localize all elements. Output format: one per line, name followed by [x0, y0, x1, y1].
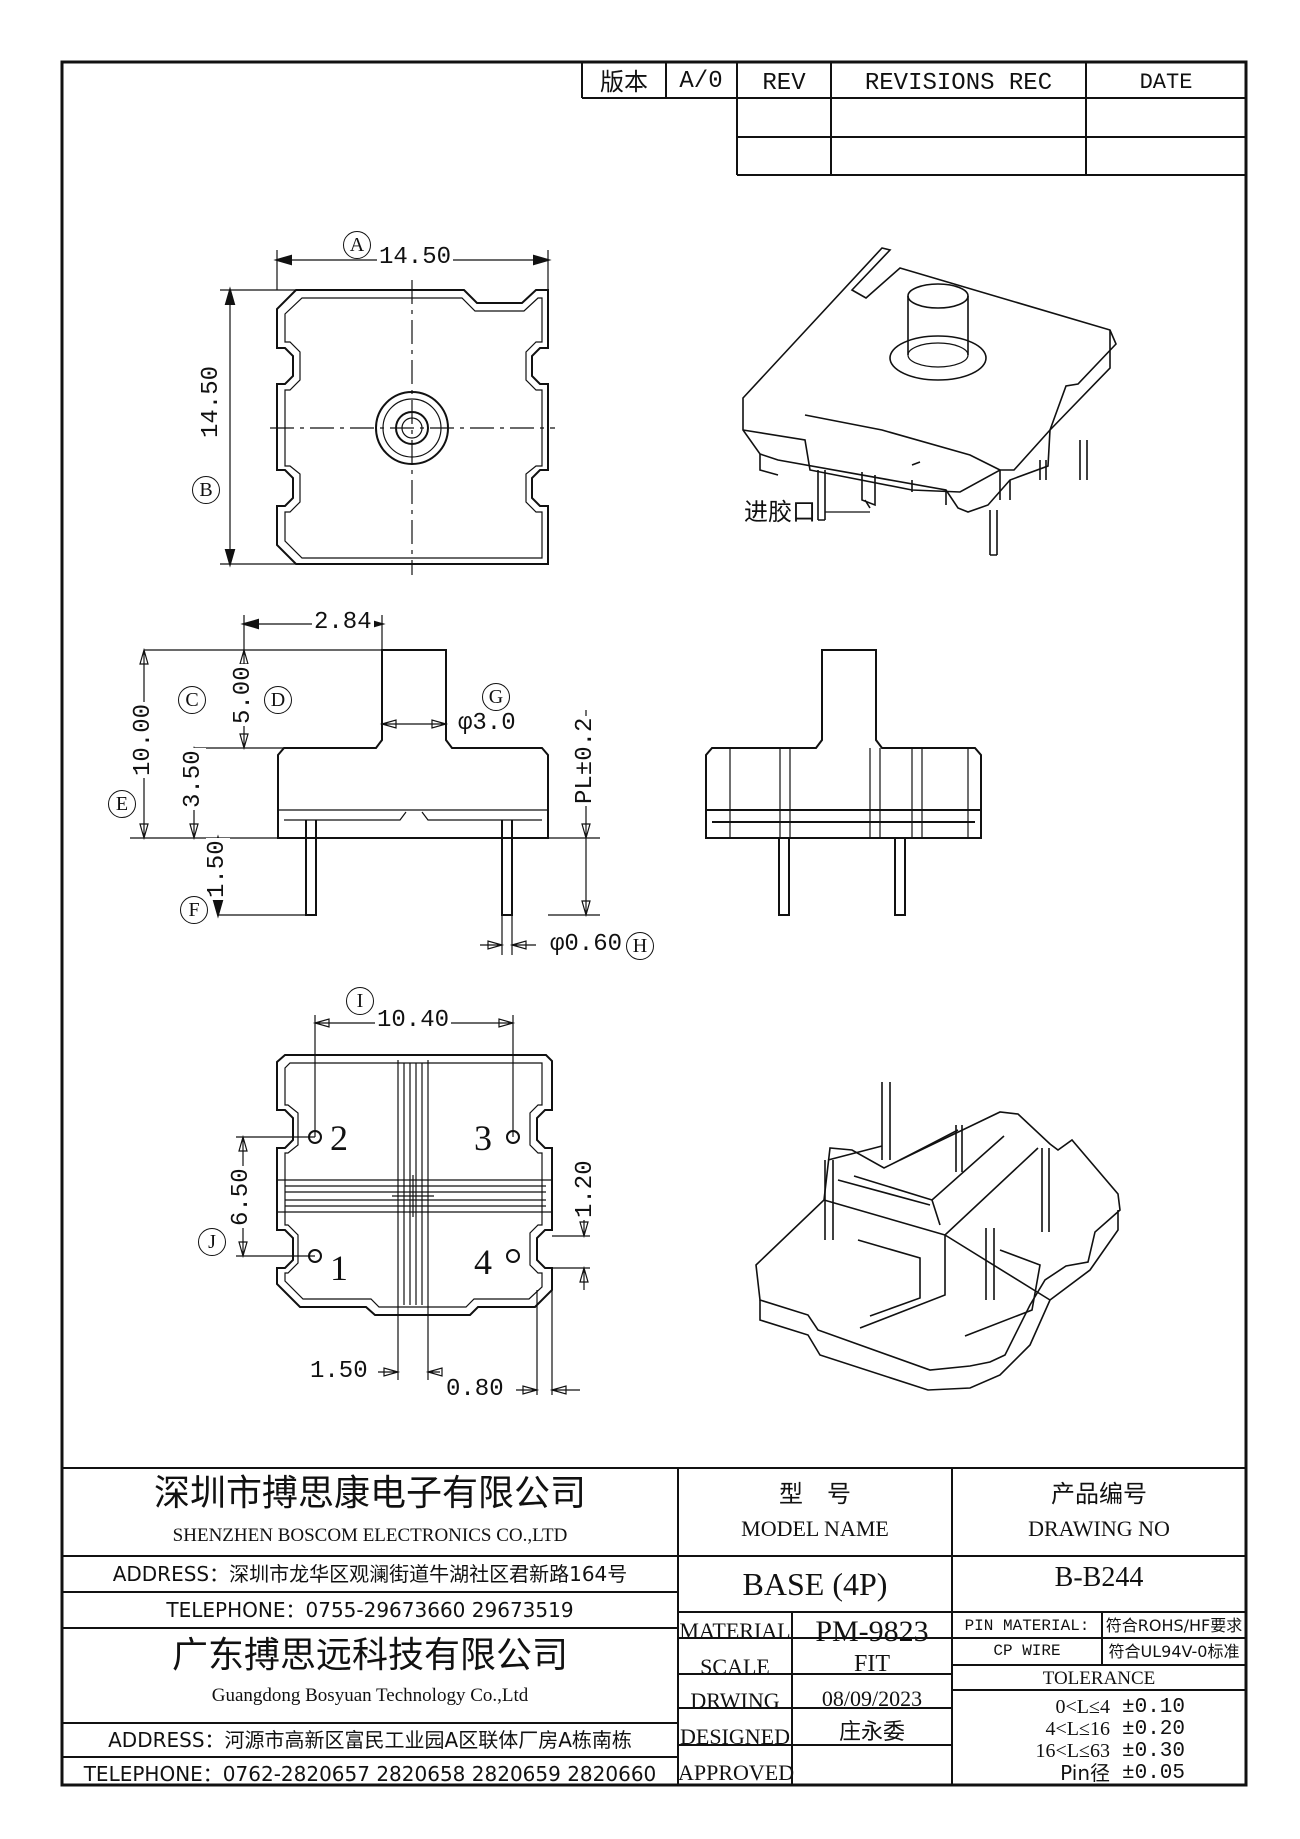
- designed-value: 庄永委: [838, 1720, 905, 1745]
- approved-label: APPROVED: [678, 1760, 795, 1785]
- date-header: DATE: [1139, 70, 1193, 95]
- address-1: ADDRESS：深圳市龙华区观澜街道牛湖社区君新路164号: [112, 1562, 628, 1586]
- body-height-dim: 3.50: [180, 748, 207, 810]
- scale-value: FIT: [854, 1651, 890, 1677]
- tol-value-4: ±0.05: [1122, 1762, 1186, 1785]
- total-height-dim: 10.00: [130, 701, 157, 778]
- drawing-date-value: 08/09/2023: [821, 1686, 923, 1711]
- tol-range-2: 4<L≤16: [1045, 1718, 1110, 1740]
- pin-edge-dim: 0.80: [446, 1376, 504, 1403]
- address-2: ADDRESS：河源市高新区富民工业园A区联体厂房A栋南栋: [108, 1728, 632, 1752]
- tol-value-2: ±0.20: [1122, 1718, 1186, 1741]
- post-width-dim: 2.84: [312, 609, 374, 636]
- pin-label-2: 2: [330, 1118, 348, 1158]
- marker-b: B: [192, 476, 220, 504]
- pin-length-dim: 1.50: [204, 838, 231, 900]
- side-view: [130, 615, 600, 955]
- pin-label-3: 3: [474, 1118, 492, 1158]
- pin-material-label: PIN MATERIAL:: [964, 1617, 1090, 1635]
- drawing-value: B-B244: [1054, 1562, 1144, 1593]
- ul-note: 符合UL94V-0标准: [1108, 1642, 1240, 1661]
- rev-header: REV: [762, 70, 806, 97]
- side-view-right: [705, 649, 982, 916]
- marker-f: F: [180, 896, 208, 924]
- drawing-label-en: DRAWING NO: [1028, 1516, 1170, 1541]
- pin-label-1: 1: [330, 1248, 348, 1288]
- pin-label-4: 4: [474, 1242, 492, 1282]
- pl-tolerance: PL±0.2: [572, 715, 599, 806]
- model-label-cn: 型 号: [779, 1480, 851, 1508]
- post-dia-dim: φ3.0: [458, 710, 516, 737]
- company2-cn: 广东搏思远科技有限公司: [171, 1635, 568, 1676]
- tol-value-1: ±0.10: [1122, 1696, 1186, 1719]
- sheet-border: [60, 60, 1248, 1787]
- company2-en: Guangdong Bosyuan Technology Co.,Ltd: [211, 1685, 529, 1706]
- marker-c: C: [178, 686, 206, 714]
- model-label-en: MODEL NAME: [741, 1516, 889, 1541]
- designed-label: DESIGNED: [680, 1724, 790, 1749]
- bottom-view: [236, 1015, 590, 1395]
- tolerance-header: TOLERANCE: [1042, 1668, 1156, 1689]
- pin-span-dim: 10.40: [375, 1007, 452, 1034]
- telephone-1: TELEPHONE：0755-29673660 29673519: [166, 1598, 574, 1622]
- tol-range-1: 0<L≤4: [1055, 1696, 1110, 1718]
- marker-a: A: [343, 231, 371, 259]
- iso-view-top: [742, 247, 1117, 556]
- material-value: PM-9823: [815, 1615, 929, 1648]
- pin-dia-dim: φ0.60: [550, 931, 623, 958]
- revisions-header: REVISIONS REC: [864, 70, 1053, 97]
- company-cn: 深圳市搏思康电子有限公司: [153, 1473, 586, 1514]
- version-label: 版本: [600, 68, 648, 96]
- company-en: SHENZHEN BOSCOM ELECTRONICS CO.,LTD: [172, 1525, 568, 1546]
- model-value: BASE (4P): [742, 1566, 888, 1602]
- scale-label: SCALE: [700, 1654, 770, 1679]
- rohs-note: 符合ROHS/HF要求: [1105, 1616, 1243, 1635]
- marker-h: H: [626, 932, 654, 960]
- gate-label: 进胶口: [744, 498, 816, 526]
- pin-material-value: CP WIRE: [993, 1642, 1061, 1660]
- tol-range-3: 16<L≤63: [1035, 1740, 1110, 1762]
- marker-i: I: [346, 987, 374, 1015]
- post-height-dim: 5.00: [230, 664, 257, 726]
- marker-g: G: [482, 683, 510, 711]
- revision-block-grid: [581, 62, 1246, 176]
- marker-e: E: [108, 790, 136, 818]
- top-width-dim: 14.50: [377, 244, 454, 271]
- telephone-2: TELEPHONE：0762-2820657 2820658 2820659 2…: [83, 1762, 657, 1786]
- top-height-dim: 14.50: [198, 363, 225, 440]
- top-view: [220, 250, 555, 575]
- material-label: MATERIAL: [679, 1618, 791, 1643]
- title-block-grid: [62, 1467, 1246, 1785]
- marker-j: J: [198, 1228, 226, 1256]
- rib-offset-dim: 1.50: [310, 1358, 368, 1385]
- tol-value-3: ±0.30: [1122, 1740, 1186, 1763]
- marker-d: D: [264, 686, 292, 714]
- tol-range-4: Pin径: [1060, 1761, 1110, 1785]
- pin-pitch-dim: 6.50: [228, 1166, 255, 1228]
- version-value: A/0: [679, 68, 723, 95]
- iso-view-bottom: [755, 1082, 1121, 1391]
- drawing-label-cn: 产品编号: [1051, 1480, 1147, 1508]
- drawing-date-label: DRWING: [690, 1688, 780, 1713]
- slot-width-dim: 1.20: [572, 1158, 599, 1220]
